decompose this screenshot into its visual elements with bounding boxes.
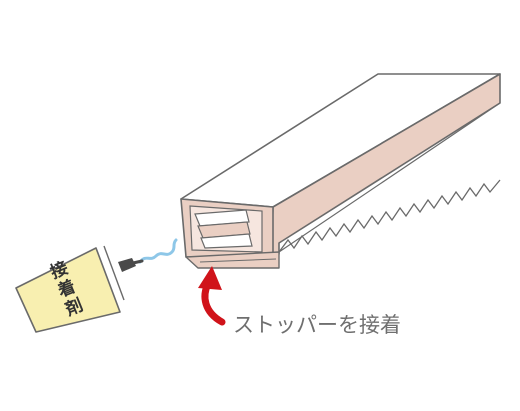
curved-up-arrow-icon <box>198 266 226 326</box>
instruction-text: ストッパーを接着 <box>233 313 401 337</box>
bottom-flap <box>185 251 280 269</box>
flap-crease <box>199 258 277 263</box>
stopper-lower <box>200 233 253 249</box>
tube-label-char-1: 接 <box>47 257 71 283</box>
rail-lower-edge <box>278 102 501 253</box>
tube-body <box>15 247 121 333</box>
cardboard-rail <box>180 73 501 269</box>
glue-tube-icon <box>15 245 144 333</box>
stopper-upper <box>194 209 250 227</box>
stopper-middle <box>197 221 251 239</box>
glue-wave-icon <box>138 238 178 264</box>
corrugated-edge <box>278 179 501 253</box>
